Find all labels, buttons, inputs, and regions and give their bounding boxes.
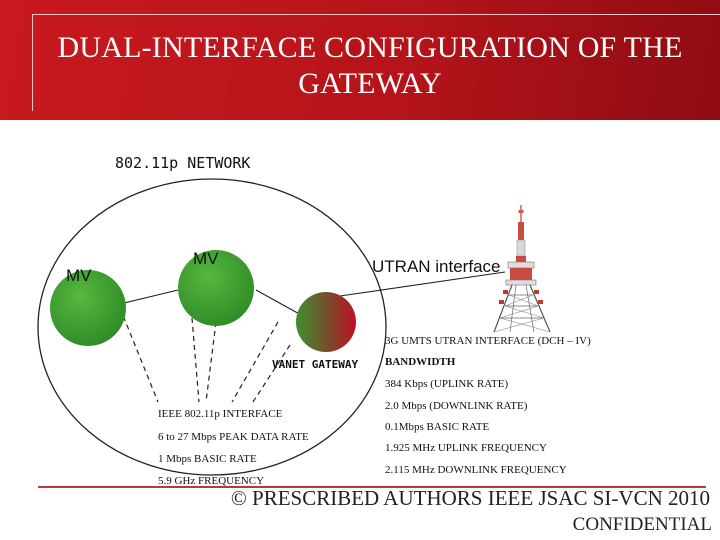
- mv-node-center: [178, 250, 254, 326]
- mv-left-label: MV: [66, 266, 92, 285]
- network-label: 802.11p NETWORK: [115, 154, 251, 172]
- tower-icon: [493, 205, 551, 333]
- title-frame-line: [32, 14, 720, 111]
- ieee-spec-interface: IEEE 802.11p INTERFACE: [158, 408, 283, 420]
- mv-center-label: MV: [193, 249, 219, 268]
- copyright-notice: © PRESCRIBED AUTHORS IEEE JSAC SI-VCN 20…: [230, 486, 710, 510]
- umts-spec-interface: 3G UMTS UTRAN INTERFACE (DCH – IV): [385, 335, 591, 347]
- network-boundary: [37, 178, 387, 476]
- ieee-spec-peak-rate: 6 to 27 Mbps PEAK DATA RATE: [158, 431, 309, 443]
- link-mv-left-to-mv-center: [123, 289, 179, 304]
- title-banner: DUAL-INTERFACE CONFIGURATION OF THE GATE…: [0, 0, 720, 120]
- umts-spec-bandwidth: BANDWIDTH: [385, 356, 456, 368]
- umts-spec-downlink-rate: 2.0 Mbps (DOWNLINK RATE): [385, 400, 528, 412]
- slide-title-line-1: DUAL-INTERFACE CONFIGURATION OF THE: [57, 31, 683, 64]
- umts-spec-uplink-rate: 384 Kbps (UPLINK RATE): [385, 378, 509, 390]
- link-mv-center-to-gateway: [255, 289, 304, 317]
- vanet-gateway-node: [296, 292, 356, 352]
- ieee-spec-frequency: 5.9 GHz FREQUENCY: [158, 475, 265, 487]
- slide-title: DUAL-INTERFACE CONFIGURATION OF THE GATE…: [40, 30, 700, 102]
- umts-spec-uplink-frequency: 1.925 MHz UPLINK FREQUENCY: [385, 442, 547, 454]
- footer-divider: [38, 486, 706, 488]
- coverage-dashed-lines: [119, 307, 291, 403]
- gateway-diagram: [37, 178, 551, 476]
- umts-spec-downlink-frequency: 2.115 MHz DOWNLINK FREQUENCY: [385, 464, 567, 476]
- link-gateway-to-tower: [339, 271, 506, 297]
- utran-interface-label: UTRAN interface: [372, 257, 501, 276]
- ieee-spec-basic-rate: 1 Mbps BASIC RATE: [158, 453, 257, 465]
- vanet-gateway-label: VANET GATEWAY: [272, 358, 359, 371]
- slide-title-line-2: GATEWAY: [298, 67, 442, 100]
- mv-node-left: [50, 270, 126, 346]
- confidential-notice: CONFIDENTIAL: [572, 514, 712, 535]
- umts-spec-basic-rate: 0.1Mbps BASIC RATE: [385, 421, 490, 433]
